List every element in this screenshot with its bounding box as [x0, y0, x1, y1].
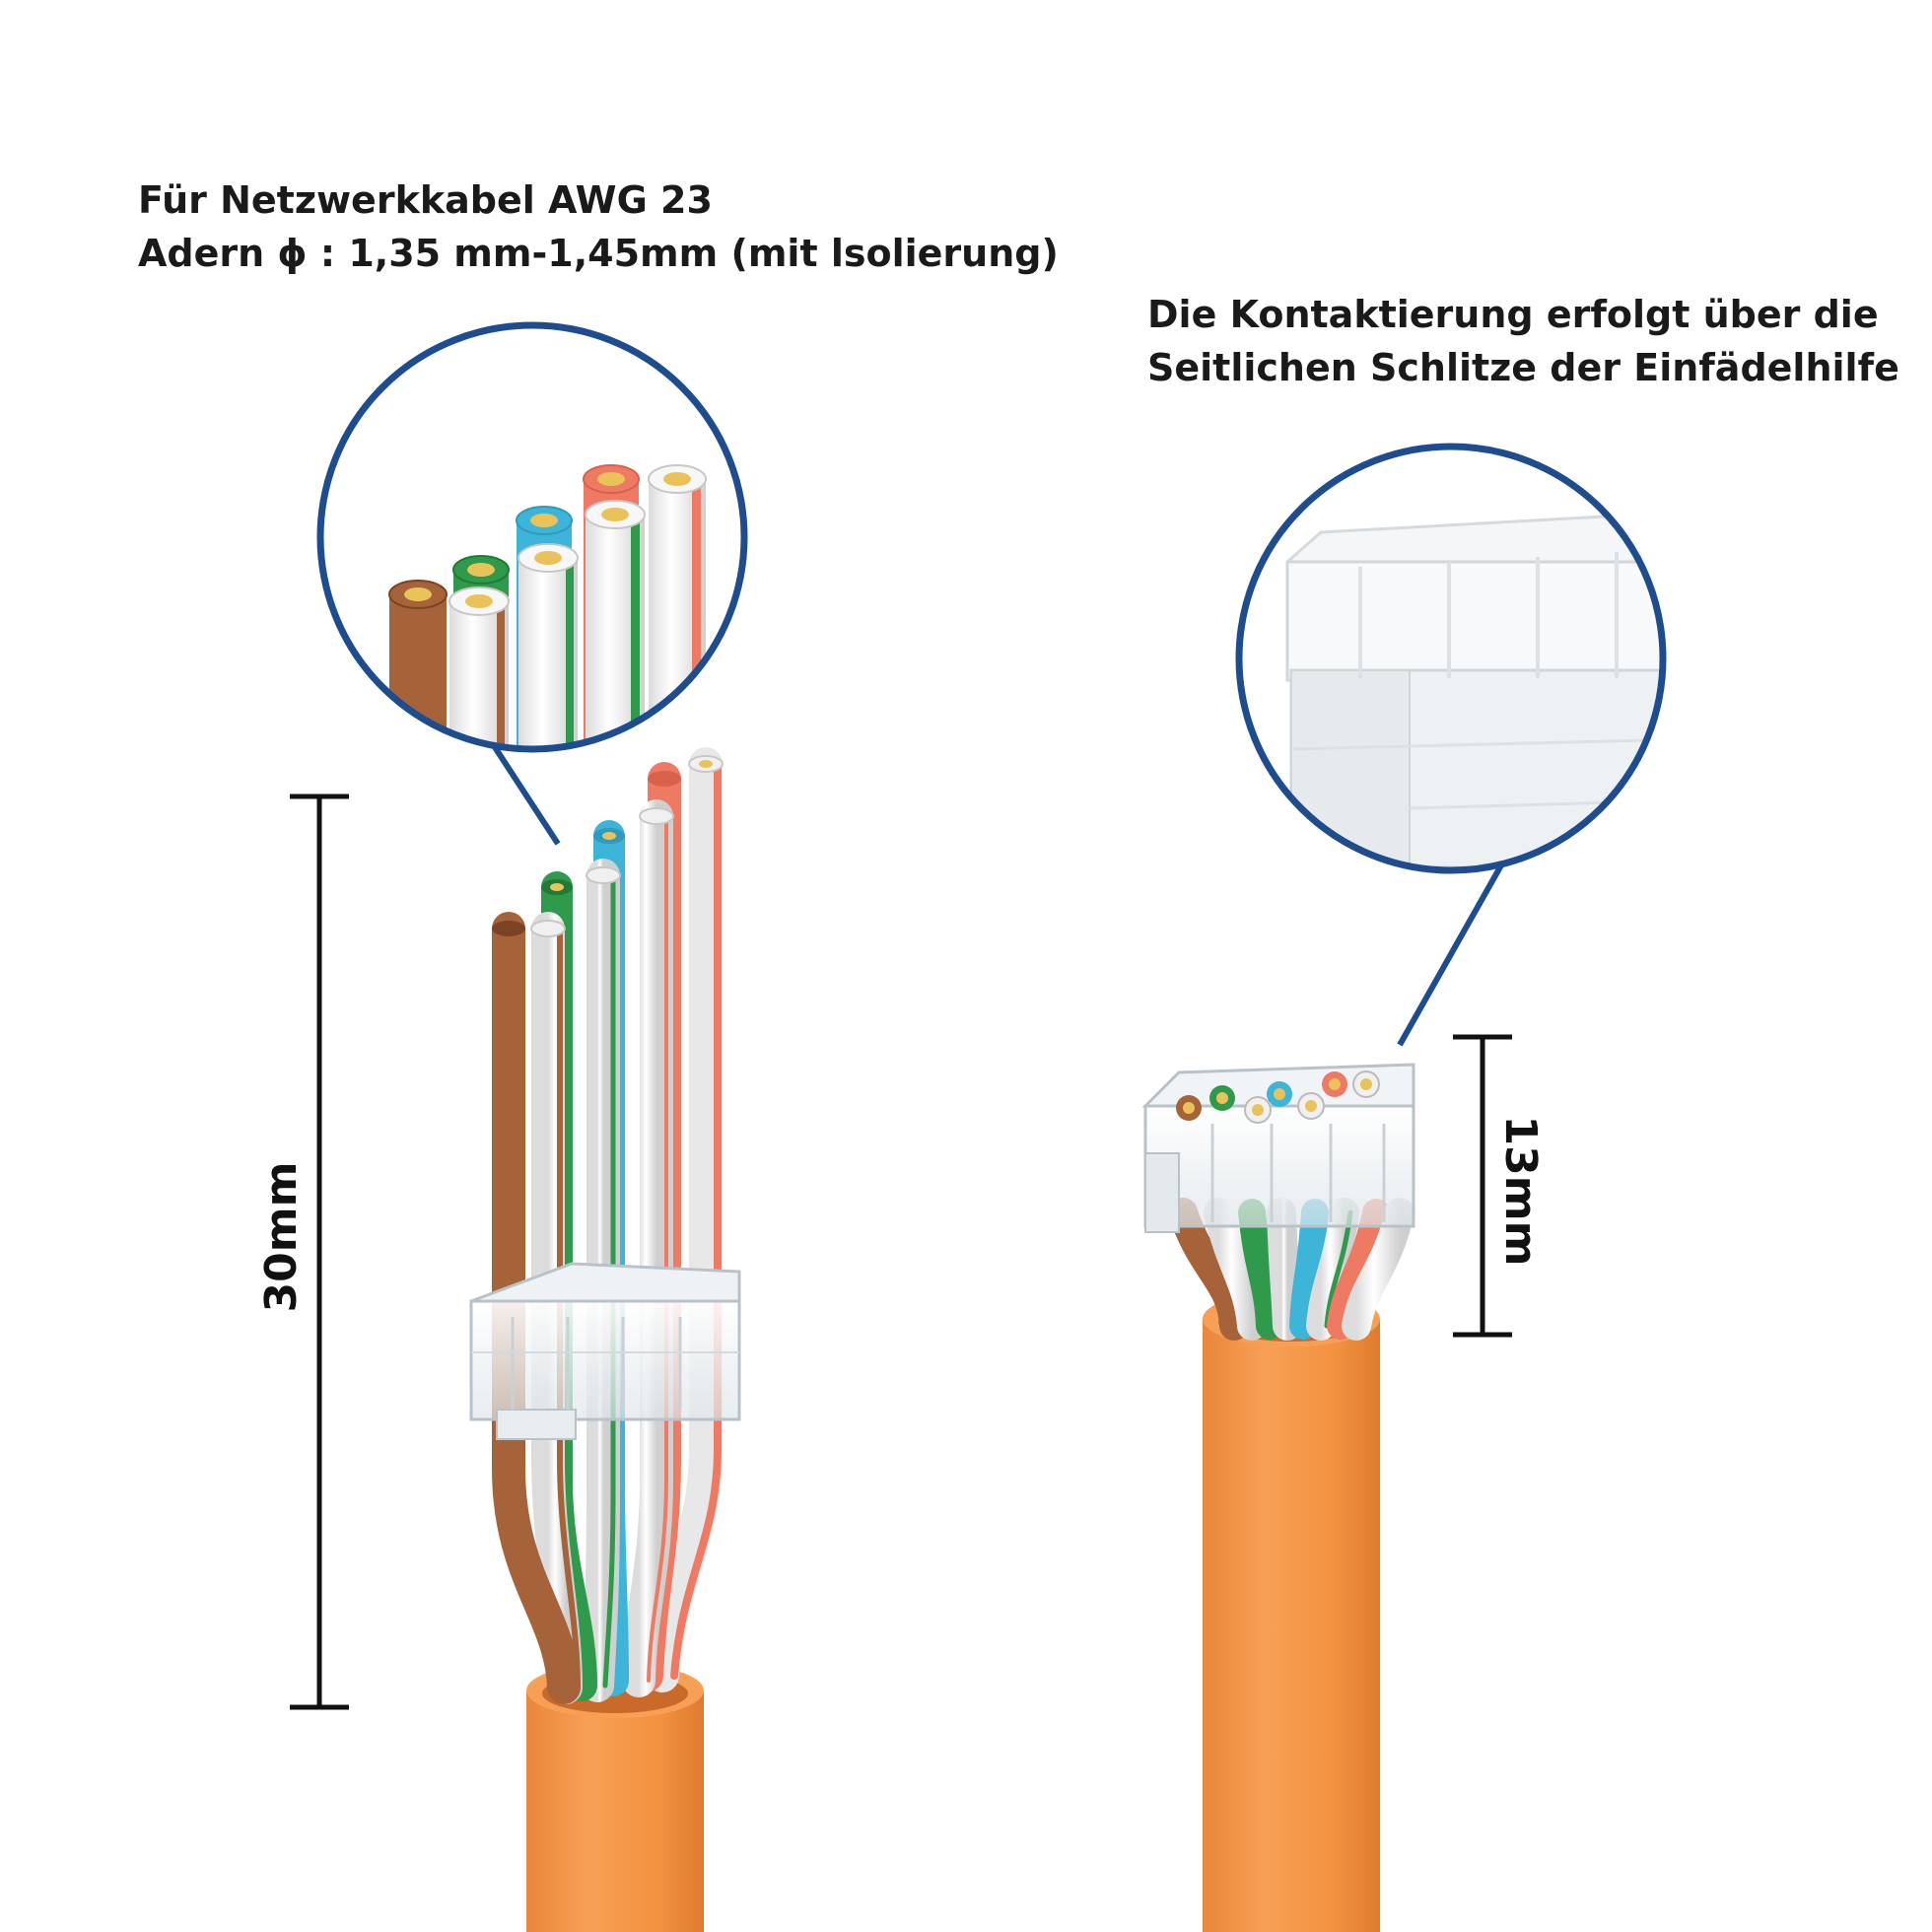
connector-wire-ends: [1176, 1070, 1380, 1124]
dimension-30mm: 30mm: [256, 794, 349, 1710]
left-caption: Für Netzwerkkabel AWG 23 Adern ϕ : 1,35 …: [138, 173, 1059, 280]
left-caption-line-2: Adern ϕ : 1,35 mm-1,45mm (mit lsolierung…: [138, 232, 1059, 275]
right-cable-jacket: [1203, 1291, 1380, 1932]
dimension-label-30mm: 30mm: [256, 1162, 307, 1313]
right-caption-line-1: Die Kontaktierung erfolgt über die: [1147, 293, 1879, 336]
right-callout: [1235, 443, 1667, 1047]
threading-aid-icon: [469, 1262, 741, 1440]
left-cable-jacket: [526, 1663, 704, 1932]
right-wires: [1168, 1198, 1414, 1341]
right-cable: 13mm: [1141, 443, 1667, 1932]
left-wire-ends: [492, 755, 724, 937]
dimension-label-13mm: 13mm: [1495, 1116, 1546, 1267]
left-cable: 30mm: [256, 321, 748, 1932]
left-wires: [492, 747, 723, 1704]
left-callout: [316, 321, 748, 846]
right-caption: Die Kontaktierung erfolgt über die Seitl…: [1147, 288, 1899, 394]
right-caption-line-2: Seitlichen Schlitze der Einfädelhilfe: [1147, 346, 1899, 389]
dimension-13mm: 13mm: [1453, 1034, 1546, 1338]
left-caption-line-1: Für Netzwerkkabel AWG 23: [138, 178, 713, 222]
rj45-connector-icon: [1141, 1063, 1415, 1233]
connector-slots-zoom: [1285, 511, 1663, 869]
